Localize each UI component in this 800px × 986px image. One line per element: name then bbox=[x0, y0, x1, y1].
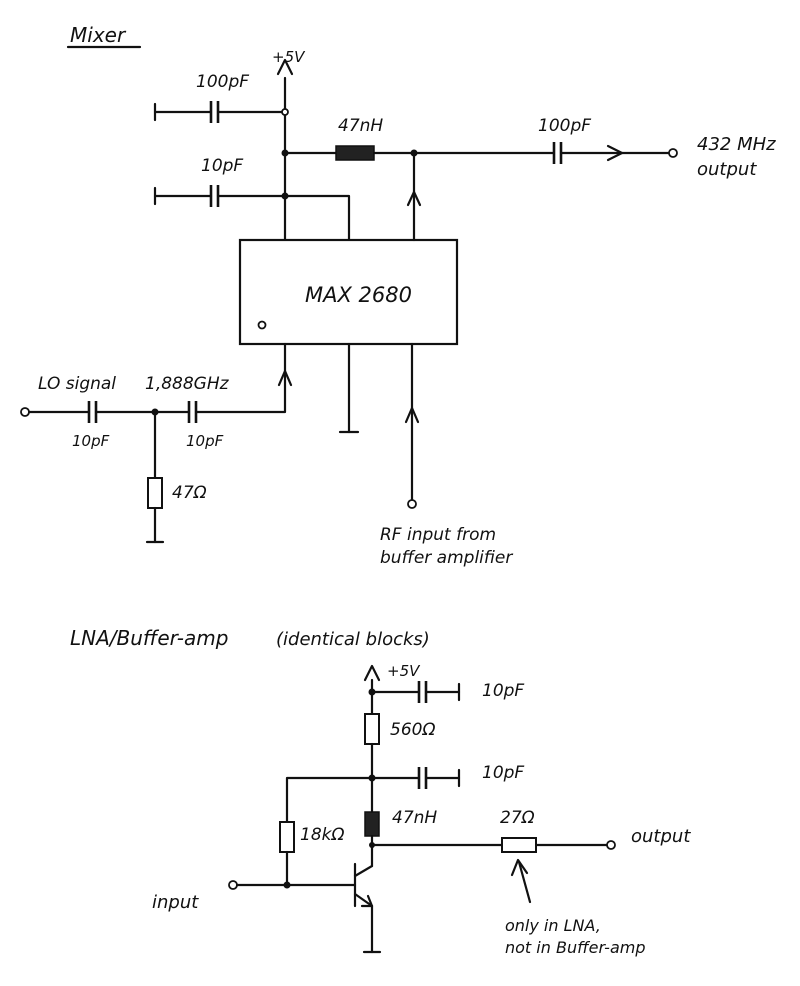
mixer-c-top-node bbox=[281, 108, 289, 116]
lna-c2-label: 10pF bbox=[482, 763, 524, 783]
mixer-title: Mixer bbox=[70, 23, 127, 47]
lna-collector-resistor bbox=[364, 713, 380, 745]
mixer-ifout-arrow-icon bbox=[406, 190, 422, 207]
mixer-rf-arrow-icon bbox=[404, 406, 420, 424]
mixer-lo-arrow-icon bbox=[277, 369, 293, 387]
transistor-collector bbox=[353, 864, 374, 878]
mixer-rf-label-2: buffer amplifier bbox=[380, 548, 513, 568]
mixer-output-arrow-icon bbox=[606, 144, 624, 162]
lna-output-resistor bbox=[501, 837, 537, 853]
mixer-vcc2-wire bbox=[283, 194, 351, 242]
lna-output-res-label: 27Ω bbox=[500, 808, 535, 828]
mixer-rf-label-1: RF input from bbox=[380, 525, 496, 545]
mixer-lo-resistor bbox=[147, 477, 163, 509]
lna-note-1: only in LNA, bbox=[505, 916, 601, 935]
mixer-c-out-label: 100pF bbox=[538, 116, 591, 136]
lna-bias-resistor bbox=[279, 821, 295, 853]
mixer-output-label-2: output bbox=[697, 159, 757, 180]
mixer-supply-label: +5V bbox=[272, 48, 306, 66]
lna-inductor bbox=[364, 811, 380, 837]
mixer-output-terminal bbox=[668, 148, 678, 158]
lna-bias-wire-top bbox=[285, 776, 374, 824]
max2680-pin1-icon bbox=[257, 320, 267, 330]
lna-output-label: output bbox=[631, 826, 691, 847]
mixer-rf-terminal bbox=[407, 499, 417, 509]
mixer-lo-label: LO signal bbox=[38, 374, 116, 394]
transistor-emitter bbox=[353, 892, 374, 908]
lna-note-arrow-icon bbox=[510, 858, 529, 877]
lna-inductor-label: 47nH bbox=[392, 808, 437, 828]
lna-note-arrow bbox=[517, 860, 532, 904]
lna-supply-label: +5V bbox=[387, 662, 421, 680]
mixer-inductor bbox=[335, 145, 375, 161]
lna-output-terminal bbox=[606, 840, 616, 850]
mixer-lo-res-label: 47Ω bbox=[172, 483, 207, 503]
lna-collector-res-label: 560Ω bbox=[390, 720, 435, 740]
mixer-lo-c2-label: 10pF bbox=[186, 432, 224, 450]
lna-supply-arrow-icon bbox=[363, 664, 381, 682]
lna-section: LNA/Buffer-amp (identical blocks) +5V 10… bbox=[70, 626, 691, 957]
mixer-lo-terminal bbox=[20, 407, 30, 417]
max2680-chip bbox=[238, 238, 459, 346]
mixer-lo-c1-label: 10pF bbox=[72, 432, 110, 450]
mixer-lo-wire-3 bbox=[194, 342, 287, 414]
mixer-output-label-1: 432 MHz bbox=[697, 134, 776, 155]
lna-title-note: (identical blocks) bbox=[276, 629, 430, 650]
lna-bias-res-label: 18kΩ bbox=[300, 825, 344, 845]
lna-note-2: not in Buffer-amp bbox=[505, 938, 646, 957]
lna-node-base bbox=[283, 881, 291, 889]
mixer-supply-arrow-icon bbox=[276, 58, 294, 76]
mixer-lo-freq: 1,888GHz bbox=[145, 374, 230, 394]
mixer-c-mid-label: 10pF bbox=[201, 156, 243, 176]
lna-input-terminal bbox=[228, 880, 238, 890]
lna-title: LNA/Buffer-amp bbox=[70, 626, 228, 650]
lna-c1-label: 10pF bbox=[482, 681, 524, 701]
mixer-inductor-label: 47nH bbox=[338, 116, 383, 136]
max2680-label: MAX 2680 bbox=[305, 283, 412, 307]
mixer-c-top-label: 100pF bbox=[196, 72, 249, 92]
lna-input-label: input bbox=[152, 892, 199, 913]
mixer-section: Mixer +5V 100pF 47nH 100pF 432 MHz outpu… bbox=[20, 23, 776, 568]
